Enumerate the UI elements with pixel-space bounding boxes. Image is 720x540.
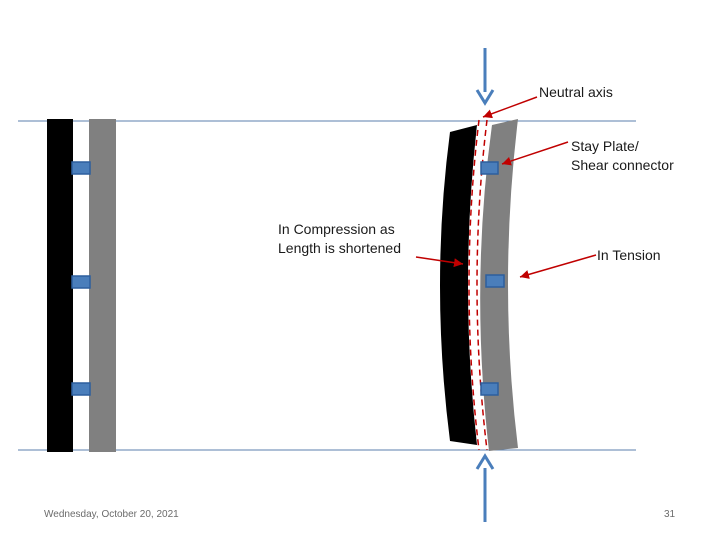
straight-black-member: [47, 119, 73, 452]
tension-label: In Tension: [597, 247, 661, 263]
stay-plate-top-bent: [480, 161, 499, 175]
neutral-axis-pointer: [482, 96, 538, 119]
page-number: 31: [664, 509, 676, 520]
stay-plate-label-line2: Shear connector: [571, 157, 674, 173]
neutral-axis-label: Neutral axis: [539, 84, 613, 100]
stay-plate-bottom-straight: [71, 382, 91, 396]
bent-black-member: [440, 125, 477, 445]
compression-pointer: [415, 256, 464, 268]
compression-label-line1: In Compression as: [278, 221, 395, 237]
compression-label-line2: Length is shortened: [278, 240, 401, 256]
stay-plate-middle-bent: [485, 274, 505, 288]
stay-plate-label-line1: Stay Plate/: [571, 138, 639, 154]
stay-plate-top-straight: [71, 161, 91, 175]
bottom-load-arrow: [475, 453, 495, 522]
stay-plate-bottom-bent: [480, 382, 499, 396]
top-load-arrow: [475, 48, 495, 106]
footer-date: Wednesday, October 20, 2021: [44, 509, 179, 520]
stay-plate-middle-straight: [71, 275, 91, 289]
stay-plate-pointer: [501, 141, 569, 166]
straight-grey-member: [89, 119, 116, 452]
neutral-axis-dashed-line: [468, 119, 480, 451]
tension-pointer: [519, 254, 597, 279]
